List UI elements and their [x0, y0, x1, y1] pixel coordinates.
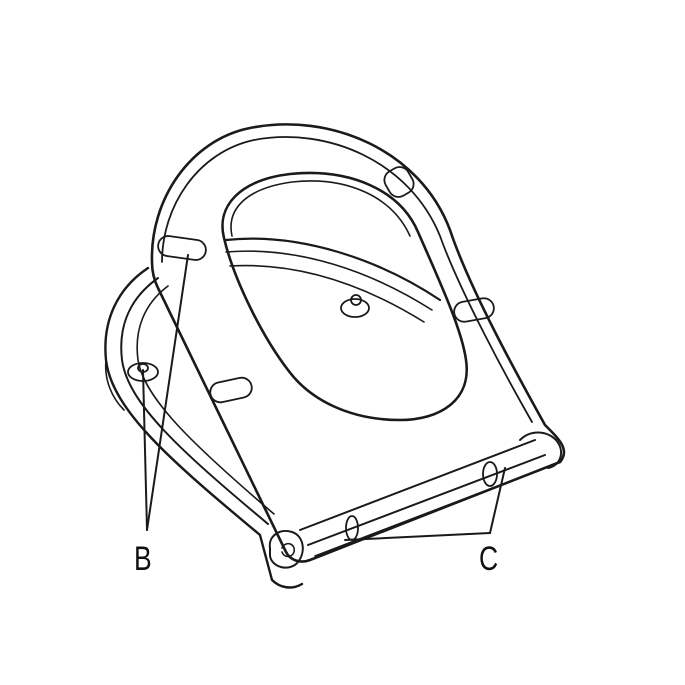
label-b: B [134, 540, 152, 578]
lid [150, 123, 566, 569]
callout-b [142, 254, 189, 531]
bumper-pad [209, 376, 253, 404]
hinge-sleeve [482, 461, 498, 487]
label-c: C [479, 540, 499, 578]
bumper-pad [157, 235, 207, 261]
bumper-pad [453, 297, 495, 323]
seat-base [104, 237, 442, 589]
bumper-pad [383, 166, 415, 198]
callout-c [344, 467, 506, 541]
